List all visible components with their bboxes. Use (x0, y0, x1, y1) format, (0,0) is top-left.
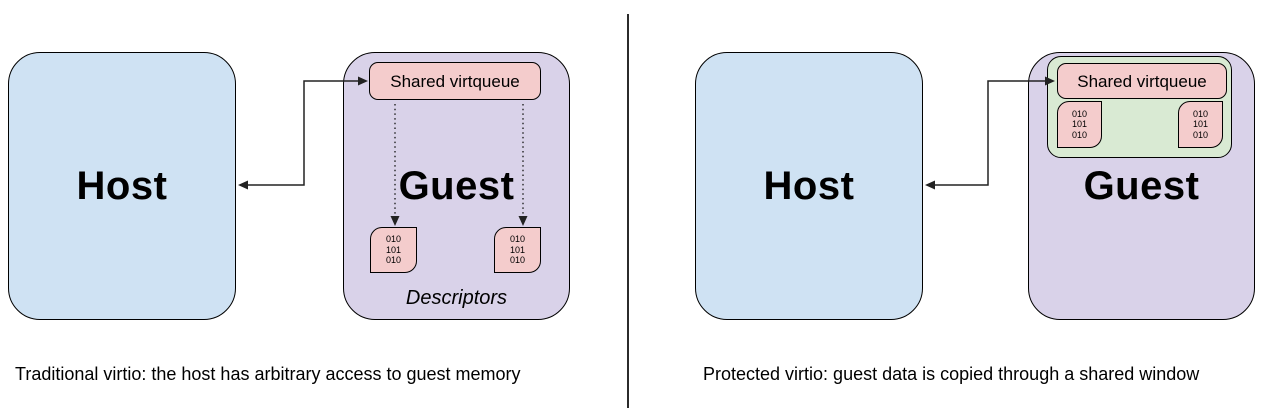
descriptor-bits-line: 101 (1071, 119, 1088, 130)
arrowhead-into-host-icon (238, 180, 248, 190)
guest-label: Guest (1083, 164, 1200, 208)
descriptor-box: 010 101 010 (494, 227, 541, 273)
descriptor-bits-line: 010 (385, 255, 402, 266)
descriptor-box: 010 101 010 (1178, 101, 1223, 148)
host-label: Host (76, 164, 168, 208)
descriptor-bits-line: 010 (1192, 108, 1209, 119)
descriptors-label: Descriptors (405, 287, 508, 309)
descriptor-bits-line: 010 (509, 255, 526, 266)
caption-traditional: Traditional virtio: the host has arbitra… (15, 364, 521, 384)
descriptor-box: 010 101 010 (370, 227, 417, 273)
caption-protected: Protected virtio: guest data is copied t… (703, 364, 1200, 384)
host-box (695, 52, 923, 320)
arrowhead-into-host-icon (925, 180, 935, 190)
descriptor-bits-line: 101 (1192, 119, 1209, 130)
shared-virtqueue-box: Shared virtqueue (1057, 63, 1227, 99)
descriptor-bits-line: 010 (1071, 129, 1088, 140)
host-box (8, 52, 236, 320)
descriptor-bits-line: 010 (1071, 108, 1088, 119)
descriptor-bits-line: 101 (385, 244, 402, 255)
shared-virtqueue-label: Shared virtqueue (1077, 71, 1207, 91)
descriptor-bits-line: 010 (1192, 129, 1209, 140)
descriptor-bits-line: 010 (509, 234, 526, 245)
descriptor-bits-line: 101 (509, 244, 526, 255)
shared-virtqueue-box: Shared virtqueue (369, 62, 541, 100)
panel-divider-line (627, 14, 629, 408)
shared-virtqueue-label: Shared virtqueue (390, 71, 520, 91)
host-label: Host (763, 164, 855, 208)
descriptor-bits-line: 010 (385, 234, 402, 245)
guest-label: Guest (398, 164, 515, 208)
descriptor-box: 010 101 010 (1057, 101, 1102, 148)
